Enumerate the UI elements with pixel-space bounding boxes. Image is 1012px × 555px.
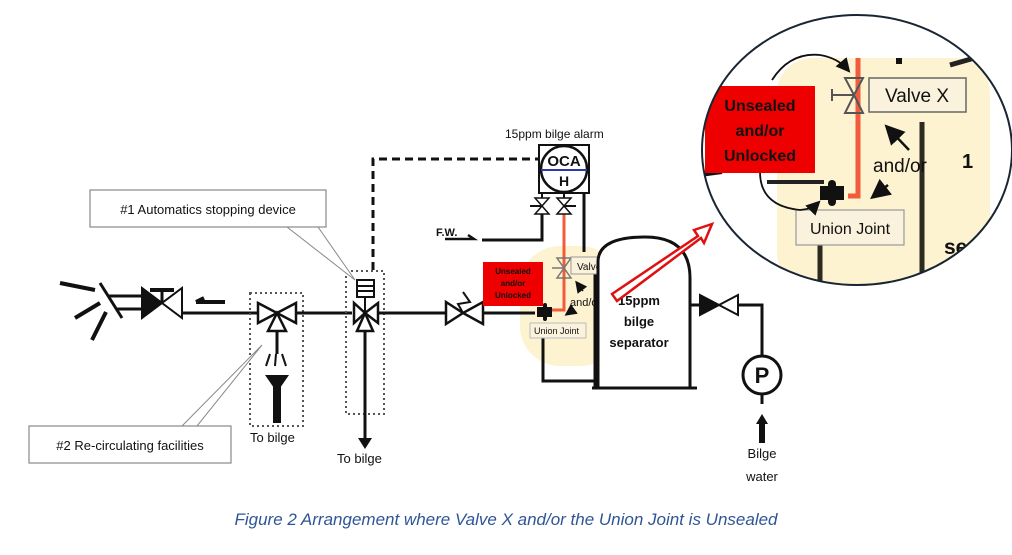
fresh-water-label: F.W. bbox=[436, 227, 457, 239]
to-bilge-label: To bilge bbox=[250, 430, 295, 445]
spray-mark-icon bbox=[59, 281, 96, 292]
inset-union-joint-icon bbox=[820, 180, 844, 206]
separator-label: 15ppm bbox=[618, 293, 660, 308]
to-bilge-label: To bilge bbox=[337, 451, 382, 466]
inset-valve-x-icon bbox=[831, 77, 865, 114]
valve-x-icon bbox=[552, 257, 573, 279]
down-arrow-icon bbox=[358, 438, 372, 449]
alarm-title: 15ppm bilge alarm bbox=[505, 127, 604, 141]
signal-line bbox=[371, 157, 540, 270]
inset-valve-x-label: Valve X bbox=[885, 86, 949, 107]
figure-caption: Figure 2 Arrangement where Valve X and/o… bbox=[234, 510, 778, 529]
inset-partial-text: 1 bbox=[962, 151, 973, 173]
callout-automatics: #1 Automatics stopping device bbox=[89, 189, 356, 281]
up-arrow-icon bbox=[756, 414, 768, 424]
union-joint-icon bbox=[537, 303, 552, 321]
valve-x-label: Valve X bbox=[577, 262, 611, 273]
union-joint-label: Union Joint bbox=[534, 326, 580, 336]
pump-label: P bbox=[755, 363, 770, 388]
solenoid-actuator-icon bbox=[356, 279, 375, 298]
inset-warning-text: and/or bbox=[736, 123, 785, 140]
non-return-valve-icon bbox=[699, 293, 739, 317]
separator-label: separator bbox=[609, 335, 668, 350]
inset-warning-text: Unsealed bbox=[724, 98, 795, 115]
stop-valve-icon bbox=[141, 286, 183, 320]
bilge-suction-funnel-icon bbox=[265, 353, 289, 423]
bilge-water-label: Bilge bbox=[748, 446, 777, 461]
and-or-label: and/or bbox=[570, 297, 602, 309]
warning-box bbox=[483, 262, 543, 306]
spray-mark-icon bbox=[90, 311, 108, 341]
overboard-discharge bbox=[59, 281, 142, 341]
bilge-separator bbox=[596, 235, 692, 388]
inset-and-or-label: and/or bbox=[873, 156, 928, 177]
callout-recirculating-text: #2 Re-circulating facilities bbox=[56, 438, 204, 453]
callout-recirculating: #2 Re-circulating facilities bbox=[28, 344, 263, 464]
flow-arrow-icon bbox=[195, 296, 225, 304]
fw-arrow-icon bbox=[445, 233, 479, 241]
oca-h-label: H bbox=[559, 173, 569, 189]
check-valve-icon bbox=[444, 291, 485, 327]
callout-automatics-text: #1 Automatics stopping device bbox=[120, 202, 296, 217]
sample-valve-icon bbox=[555, 197, 576, 215]
fw-valve-icon bbox=[530, 197, 551, 215]
sampling-pipe-red bbox=[548, 213, 566, 312]
inset-warning-box bbox=[705, 86, 815, 173]
warning-text: Unlocked bbox=[495, 291, 531, 300]
warning-text: Unsealed bbox=[495, 267, 531, 276]
separator-label: bilge bbox=[624, 314, 654, 329]
inset-warning-text: Unlocked bbox=[724, 148, 796, 165]
inset-union-joint-label: Union Joint bbox=[810, 221, 891, 238]
three-way-valve-icon bbox=[256, 300, 298, 333]
zoom-arrow-icon bbox=[610, 221, 715, 303]
oca-label: OCA bbox=[547, 153, 581, 170]
zoom-inset: Valve X and/or Union Joint 1 se Unsealed… bbox=[701, 14, 1012, 286]
warning-text: and/or bbox=[501, 279, 525, 288]
spray-mark-icon bbox=[73, 301, 102, 320]
bilge-water-label: water bbox=[745, 469, 778, 484]
